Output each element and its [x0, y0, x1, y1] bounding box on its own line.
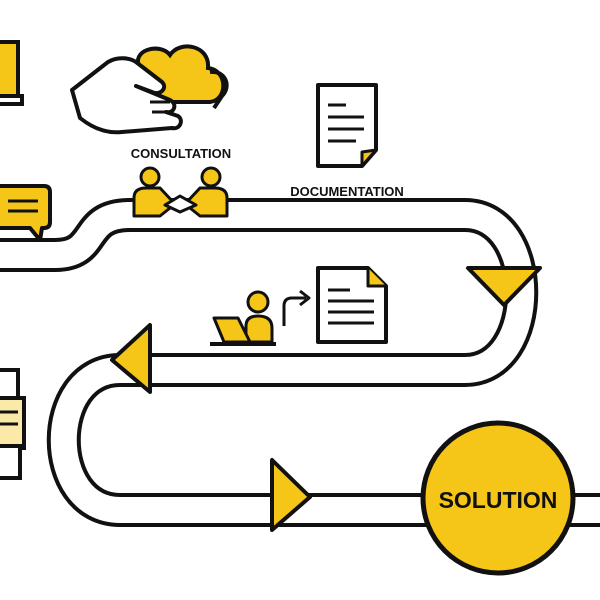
chat-bubble-icon: [0, 184, 52, 242]
direction-arrow-left: [110, 323, 152, 394]
hand-cloud-icon: [70, 44, 229, 135]
road: [0, 198, 600, 527]
handshake-icon: [132, 166, 229, 218]
solution-node: SOLUTION: [420, 420, 576, 576]
arrow-icon: [282, 289, 311, 326]
printer-icon: [0, 368, 26, 480]
document-icon: [316, 83, 378, 168]
direction-arrow-right: [270, 458, 312, 532]
direction-arrow-down: [466, 266, 542, 307]
person-laptop-icon: [210, 290, 276, 346]
document-icon-2: [316, 266, 388, 344]
solution-label: SOLUTION: [439, 487, 558, 513]
documentation-label: DOCUMENTATION: [290, 184, 404, 199]
laptop-icon: [0, 40, 24, 106]
consultation-label: CONSULTATION: [131, 146, 231, 161]
